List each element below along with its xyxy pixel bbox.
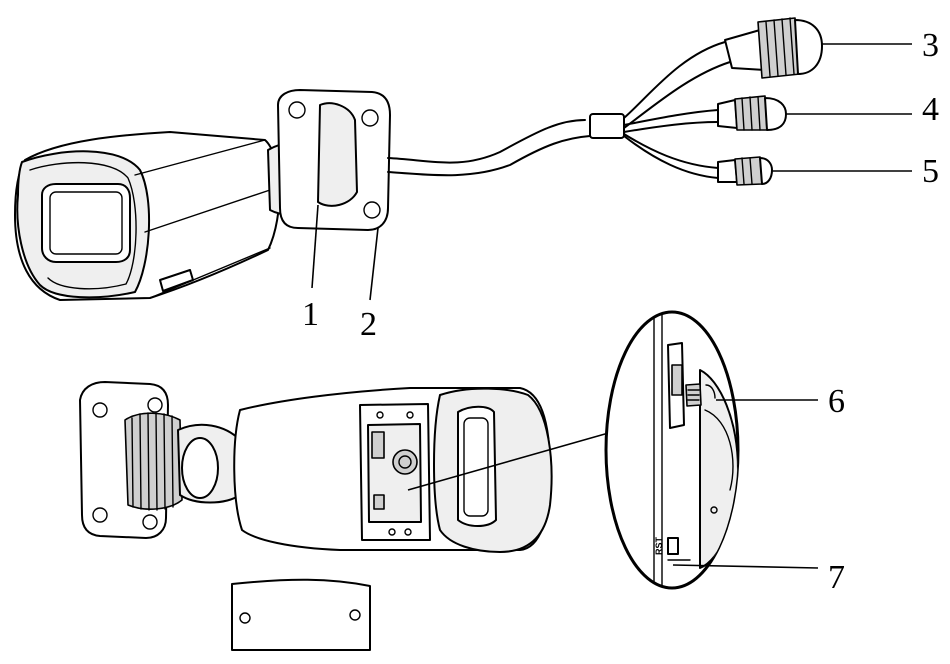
- callout-5: 5: [922, 153, 939, 190]
- io-connector: [717, 156, 773, 186]
- top-camera-cable: [387, 119, 586, 164]
- cable-split-sleeve: [589, 113, 625, 139]
- top-camera-lens-window: [41, 183, 131, 263]
- callout-labels: 1 2 3 4 5 6 7: [302, 27, 939, 596]
- callout-3: 3: [922, 27, 939, 64]
- callout-leaders: [311, 43, 912, 569]
- bottom-camera: [79, 381, 613, 553]
- detail-inset: RST: [604, 310, 740, 590]
- callout-1: 1: [302, 296, 319, 333]
- bottom-camera-locking-ring: [124, 412, 183, 510]
- compartment-cover: [231, 578, 371, 651]
- top-camera: [14, 17, 823, 301]
- callout-2: 2: [360, 306, 377, 343]
- network-connector: [724, 17, 823, 79]
- callout-4: 4: [922, 91, 939, 128]
- reset-button: [667, 537, 679, 555]
- power-connector: [717, 95, 787, 131]
- callout-6: 6: [828, 383, 845, 420]
- callout-7: 7: [828, 559, 845, 596]
- reset-label: RST: [654, 536, 664, 555]
